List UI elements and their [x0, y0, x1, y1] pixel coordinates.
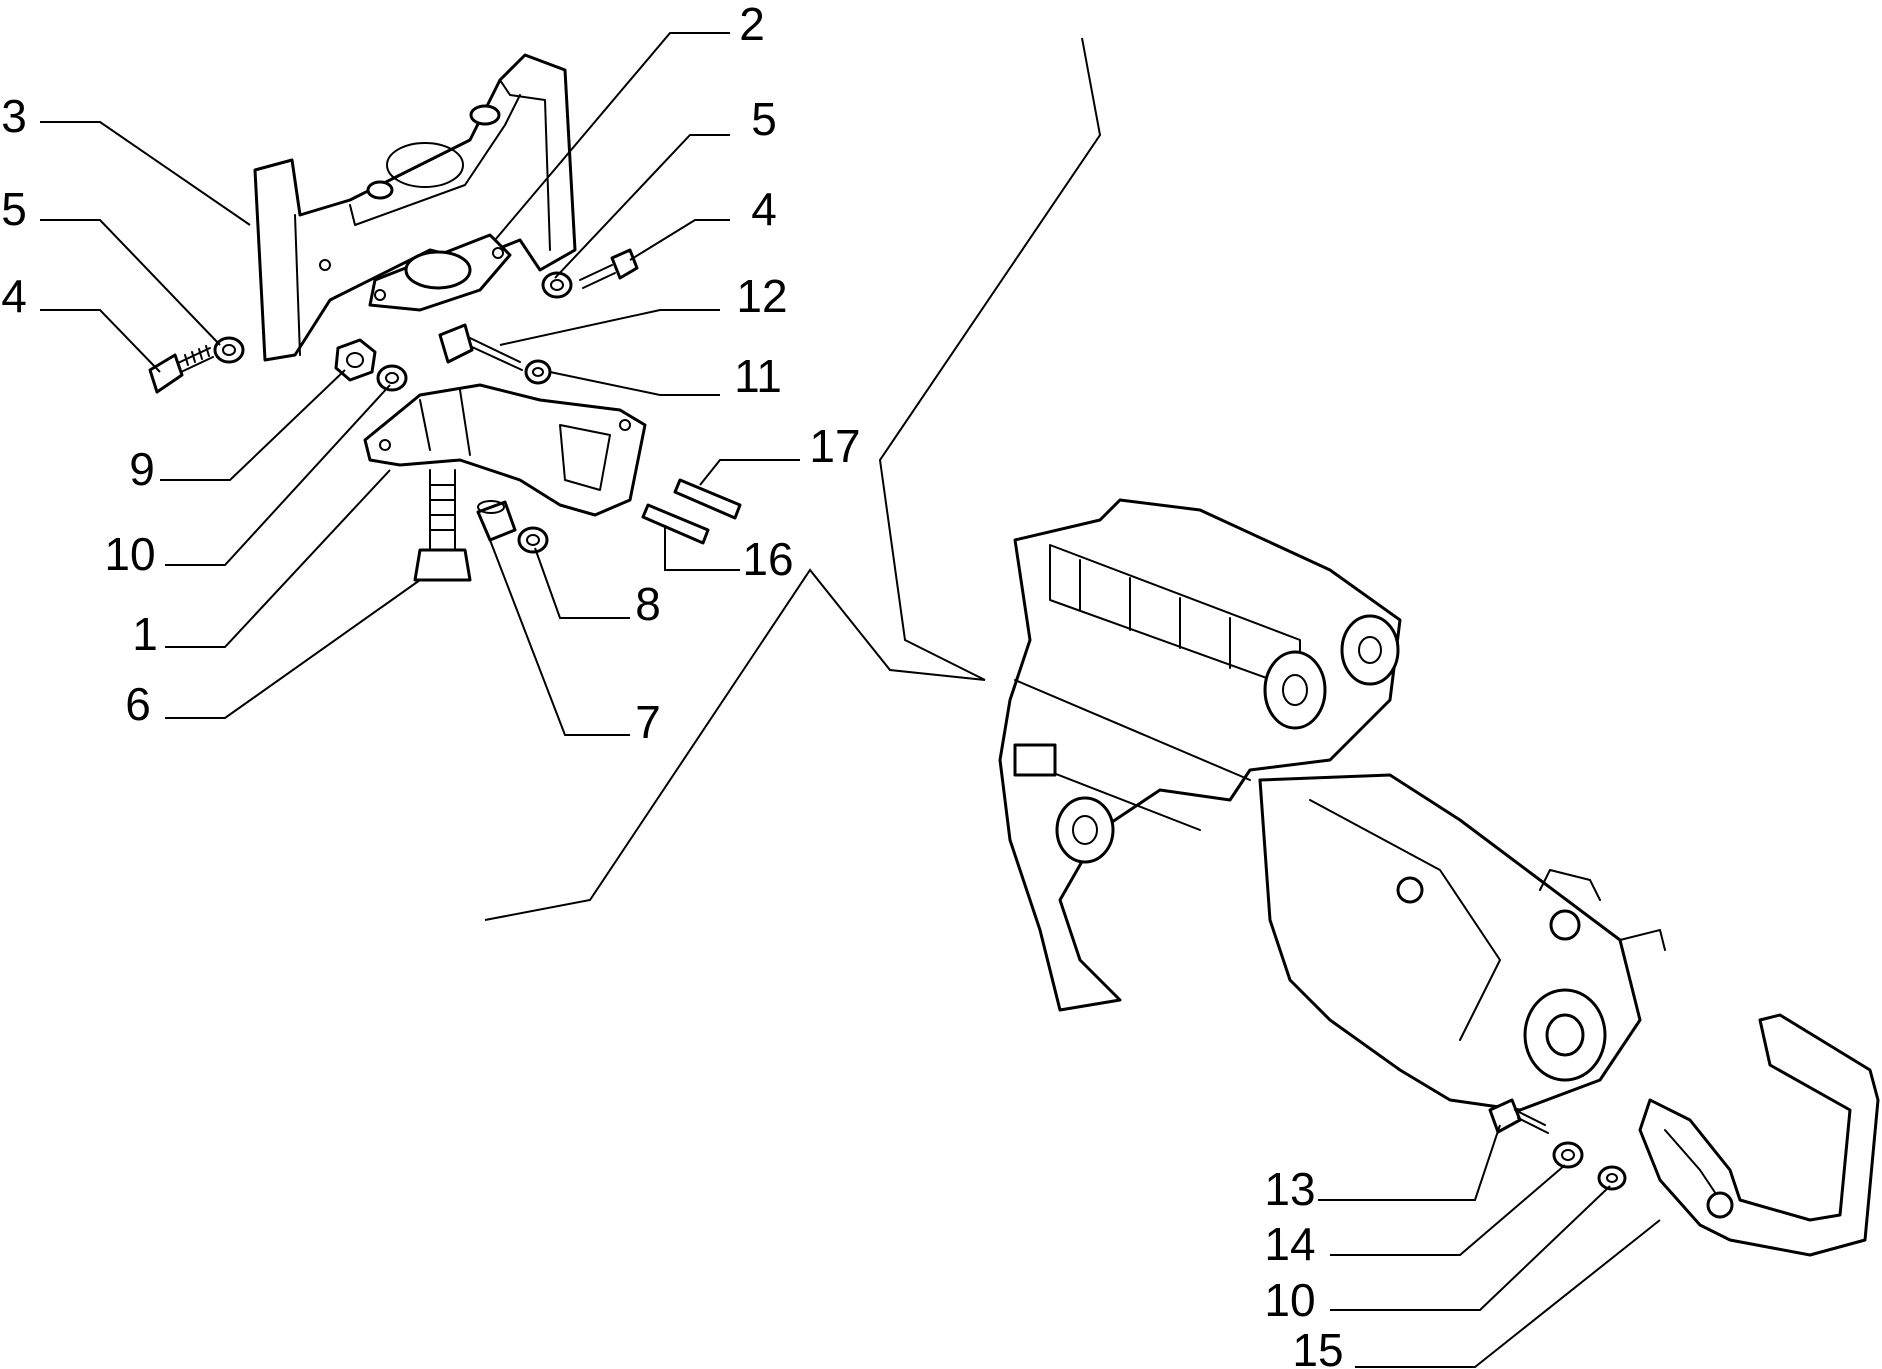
washer-8	[517, 526, 549, 554]
washer-10-right	[1597, 1165, 1627, 1191]
bolt-4-right	[579, 248, 639, 289]
callout-14: 14	[1264, 1218, 1315, 1270]
washer-10-left	[376, 364, 408, 392]
engine-assembly	[998, 498, 1402, 1012]
bolt-4-left	[148, 345, 214, 394]
callout-1: 1	[132, 608, 158, 660]
washer-14	[1552, 1141, 1584, 1169]
callout-3: 3	[1, 90, 27, 142]
callout-11: 11	[734, 350, 782, 402]
callout-16: 16	[742, 533, 793, 585]
bolt-6	[413, 469, 472, 582]
callout-8: 8	[635, 578, 661, 630]
callout-2-top: 2	[739, 0, 765, 50]
callout-6: 6	[125, 678, 151, 730]
callout-5-right: 5	[751, 93, 777, 145]
bolt-13	[1488, 1098, 1549, 1134]
bolt-12	[438, 323, 523, 371]
support-bracket-3	[253, 53, 577, 362]
leader-lines	[40, 32, 1661, 1368]
callout-5-left: 5	[1, 183, 27, 235]
nut-9	[334, 338, 377, 382]
callout-9: 9	[129, 443, 155, 495]
callout-17: 17	[809, 420, 860, 472]
callout-10-left: 10	[104, 528, 155, 580]
stud-17	[673, 478, 742, 520]
engine-bracket-1	[363, 383, 647, 517]
callout-10-right: 10	[1264, 1274, 1315, 1326]
connector-lines	[484, 37, 1102, 921]
callout-13: 13	[1264, 1163, 1315, 1215]
callout-15: 15	[1292, 1324, 1343, 1369]
gearbox-assembly	[1258, 773, 1666, 1112]
callout-labels: 2 3 5 5 4 4 12 11 9 17 10 16 1 8 6 7 13 …	[1, 0, 1343, 1369]
callout-4-right: 4	[751, 183, 777, 235]
mounting-plate-2	[368, 233, 512, 312]
washer-5-left	[213, 336, 245, 364]
gearbox-bracket-15	[1638, 1013, 1880, 1257]
callout-4-left: 4	[1, 270, 27, 322]
washer-11	[524, 359, 552, 385]
bushing-7	[476, 500, 517, 542]
callout-7: 7	[635, 696, 661, 748]
washer-5-right	[541, 271, 573, 299]
stud-16	[641, 503, 710, 545]
callout-12: 12	[736, 270, 787, 322]
